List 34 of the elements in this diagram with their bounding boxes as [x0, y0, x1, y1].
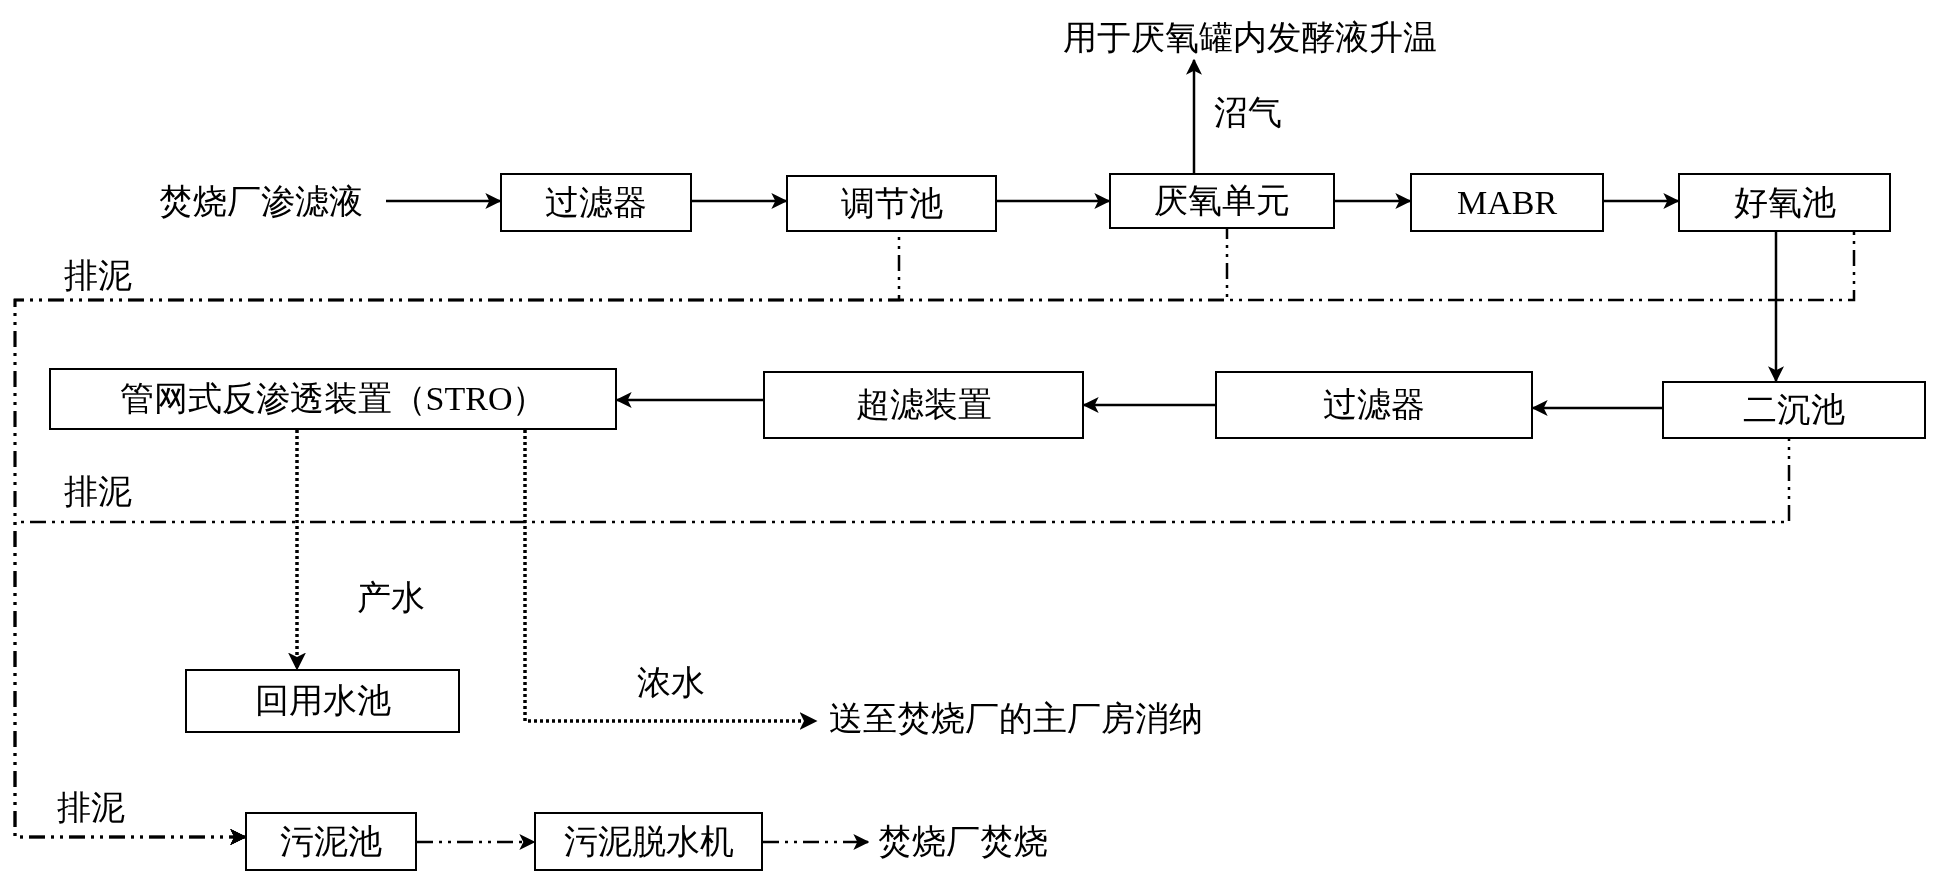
process-box: 管网式反渗透装置（STRO）: [49, 368, 617, 430]
dotted-arrow: [523, 430, 818, 730]
process-box: 污泥池: [245, 812, 417, 871]
edge-label: 浓水: [635, 665, 707, 701]
arrow: [997, 193, 1111, 209]
flow-text: 送至焚烧厂的主厂房消纳: [816, 697, 1216, 741]
arrow: [1768, 232, 1784, 383]
process-box: 回用水池: [185, 669, 460, 733]
arrow: [386, 193, 502, 209]
process-box: 超滤装置: [763, 371, 1084, 439]
process-box: 污泥脱水机: [534, 812, 763, 871]
flow-text: 焚烧厂渗滤液: [136, 182, 386, 222]
process-box: 厌氧单元: [1109, 173, 1335, 229]
arrow: [1335, 193, 1412, 209]
arrow: [1186, 58, 1202, 173]
arrow: [692, 193, 788, 209]
process-box: 好氧池: [1678, 173, 1891, 232]
edge-label: 产水: [355, 580, 427, 616]
process-box: 调节池: [786, 175, 997, 232]
dash-dot-arrow: [763, 834, 870, 850]
dash-dot-arrow: [13, 439, 1791, 845]
process-box: 过滤器: [500, 173, 692, 232]
process-box: 二沉池: [1662, 381, 1926, 439]
line-label: 排泥: [62, 258, 134, 294]
dash-dot-arrow: [417, 834, 536, 850]
flow-text: 用于厌氧罐内发酵液升温: [1005, 15, 1495, 60]
dotted-arrow: [288, 430, 306, 671]
line-label: 排泥: [62, 474, 134, 510]
flow-text: 焚烧厂焚烧: [868, 820, 1058, 864]
edge-label: 沼气: [1212, 95, 1284, 131]
process-box: 过滤器: [1215, 371, 1533, 439]
process-box: MABR: [1410, 173, 1604, 232]
arrow: [1604, 193, 1680, 209]
line-label: 排泥: [55, 790, 127, 826]
